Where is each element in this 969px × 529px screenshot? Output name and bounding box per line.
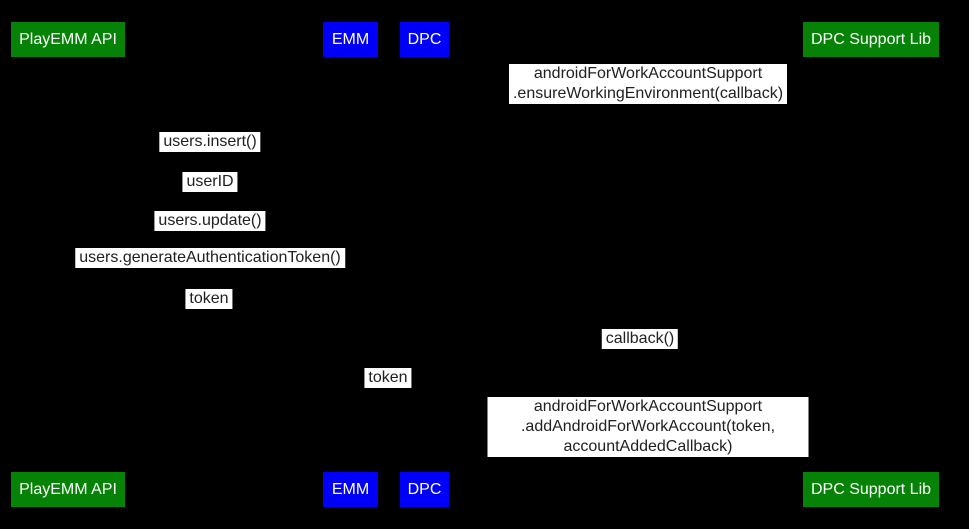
message-add-android-for-work-account: androidForWorkAccountSupport .addAndroid… — [487, 397, 809, 457]
message-users-update: users.update() — [154, 211, 266, 231]
participant-playemm-api-top: PlayEMM API — [11, 22, 125, 57]
message-token-2: token — [364, 368, 412, 388]
message-generate-authentication-token: users.generateAuthenticationToken() — [75, 248, 345, 268]
participant-emm-top: EMM — [323, 22, 378, 57]
participant-playemm-api-bottom: PlayEMM API — [11, 472, 125, 507]
message-ensure-working-environment: androidForWorkAccountSupport .ensureWork… — [508, 64, 788, 104]
message-userid: userID — [182, 172, 238, 192]
participant-dpc-support-lib-top: DPC Support Lib — [803, 22, 939, 57]
participant-dpc-top: DPC — [400, 22, 449, 57]
participant-dpc-support-lib-bottom: DPC Support Lib — [803, 472, 939, 507]
message-users-insert: users.insert() — [159, 132, 261, 152]
participant-emm-bottom: EMM — [323, 472, 378, 507]
message-token-1: token — [185, 289, 233, 309]
participant-dpc-bottom: DPC — [400, 472, 449, 507]
message-callback: callback() — [601, 329, 679, 349]
